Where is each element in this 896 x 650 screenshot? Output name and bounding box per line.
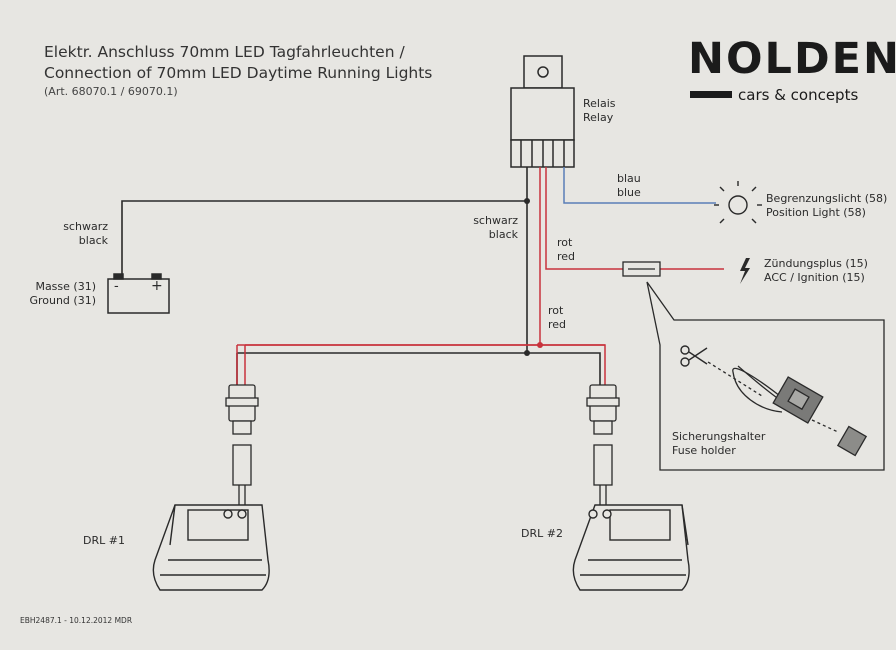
scissors-icon: [680, 345, 708, 367]
brand-tagline: cars & concepts: [738, 86, 859, 104]
battery-minus: -: [114, 279, 119, 294]
inline-fuse-icon: [622, 261, 661, 277]
blue-wire-label: blau blue: [617, 172, 641, 199]
title-line-1: Elektr. Anschluss 70mm LED Tagfahrleucht…: [44, 43, 405, 61]
drl1-connector-icon: [225, 384, 259, 505]
red-wire-label-lower: rot red: [548, 304, 567, 331]
diagram-title: Elektr. Anschluss 70mm LED Tagfahrleucht…: [44, 42, 432, 99]
title-line-2: Connection of 70mm LED Daytime Running L…: [44, 64, 433, 82]
fuse-holder-icon: [707, 361, 868, 457]
relay-icon: [510, 55, 575, 168]
fuse-holder-label: Sicherungshalter Fuse holder: [672, 430, 766, 457]
drl1-label: DRL #1: [83, 534, 125, 547]
red-wire-label-upper: rot red: [557, 236, 576, 263]
article-numbers: (Art. 68070.1 / 69070.1): [44, 85, 178, 98]
ignition-label: Zündungsplus (15) ACC / Ignition (15): [764, 257, 868, 284]
junction-dot: [537, 342, 543, 348]
battery-plus: +: [151, 278, 163, 294]
position-light-label: Begrenzungslicht (58) Position Light (58…: [766, 192, 888, 219]
red-wire: [236, 167, 724, 390]
nolden-logo: NOLDEN cars & concepts: [688, 34, 896, 104]
drl2-connector-icon: [586, 384, 620, 505]
black-wire-label-left: schwarz black: [63, 220, 108, 247]
junction-dot: [524, 198, 530, 204]
lightning-icon: [740, 258, 750, 284]
blue-wire: [563, 167, 716, 204]
junction-dot: [524, 350, 530, 356]
battery-label: Masse (31) Ground (31): [29, 280, 96, 307]
relay-label: Relais Relay: [583, 97, 616, 124]
document-footer: EBH2487.1 - 10.12.2012 MDR: [20, 616, 133, 625]
bulb-icon: [714, 181, 762, 224]
drl2-lamp-icon: [572, 504, 690, 591]
brand-bar: [690, 91, 732, 98]
drl2-label: DRL #2: [521, 527, 563, 540]
brand-name: NOLDEN: [688, 34, 896, 84]
black-wire-label-center: schwarz black: [473, 214, 518, 241]
fuse-callout: [646, 281, 885, 471]
drl1-lamp-icon: [152, 504, 270, 591]
battery-icon: [107, 273, 170, 314]
